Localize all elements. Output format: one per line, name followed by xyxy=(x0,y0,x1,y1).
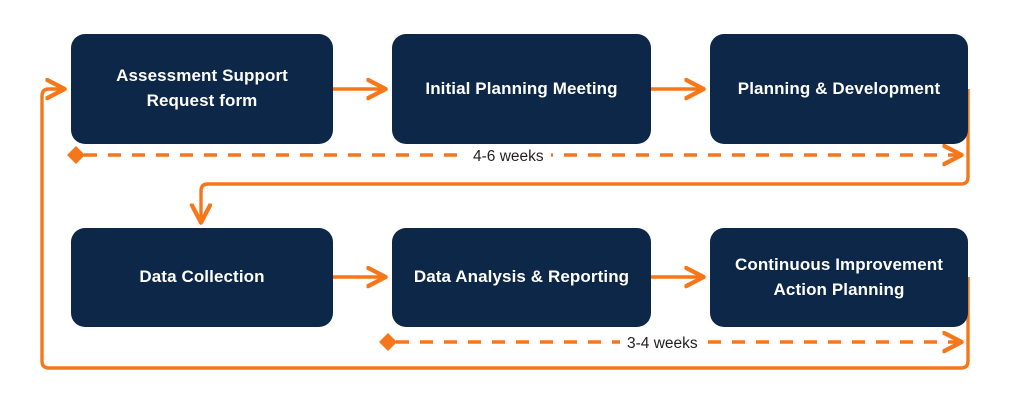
node-continuous-improvement-action-planning[interactable]: Continuous Improvement Action Planning xyxy=(710,228,968,327)
diamond-marker-row-1 xyxy=(67,146,85,164)
arrow-planning-to-data-collection xyxy=(201,89,970,222)
node-planning-and-development[interactable]: Planning & Development xyxy=(710,34,968,144)
duration-label-row-2: 3-4 weeks xyxy=(620,334,705,354)
node-label: Planning & Development xyxy=(737,78,941,98)
node-assessment-support-request-form[interactable]: Assessment Support Request form xyxy=(71,34,333,144)
node-label: Initial Planning Meeting xyxy=(425,78,618,98)
duration-label-row-1: 4-6 weeks xyxy=(466,147,551,167)
diamond-marker-row-2 xyxy=(379,333,397,351)
node-data-analysis-and-reporting[interactable]: Data Analysis & Reporting xyxy=(392,228,651,327)
node-label: Data Analysis & Reporting xyxy=(413,267,630,287)
node-label: Assessment Support Request form xyxy=(116,66,288,110)
node-label: Data Collection xyxy=(139,267,265,287)
arrow-feedback-loop xyxy=(40,89,970,370)
node-data-collection[interactable]: Data Collection xyxy=(71,228,333,327)
node-initial-planning-meeting[interactable]: Initial Planning Meeting xyxy=(392,34,651,144)
node-label: Continuous Improvement Action Planning xyxy=(734,254,944,299)
